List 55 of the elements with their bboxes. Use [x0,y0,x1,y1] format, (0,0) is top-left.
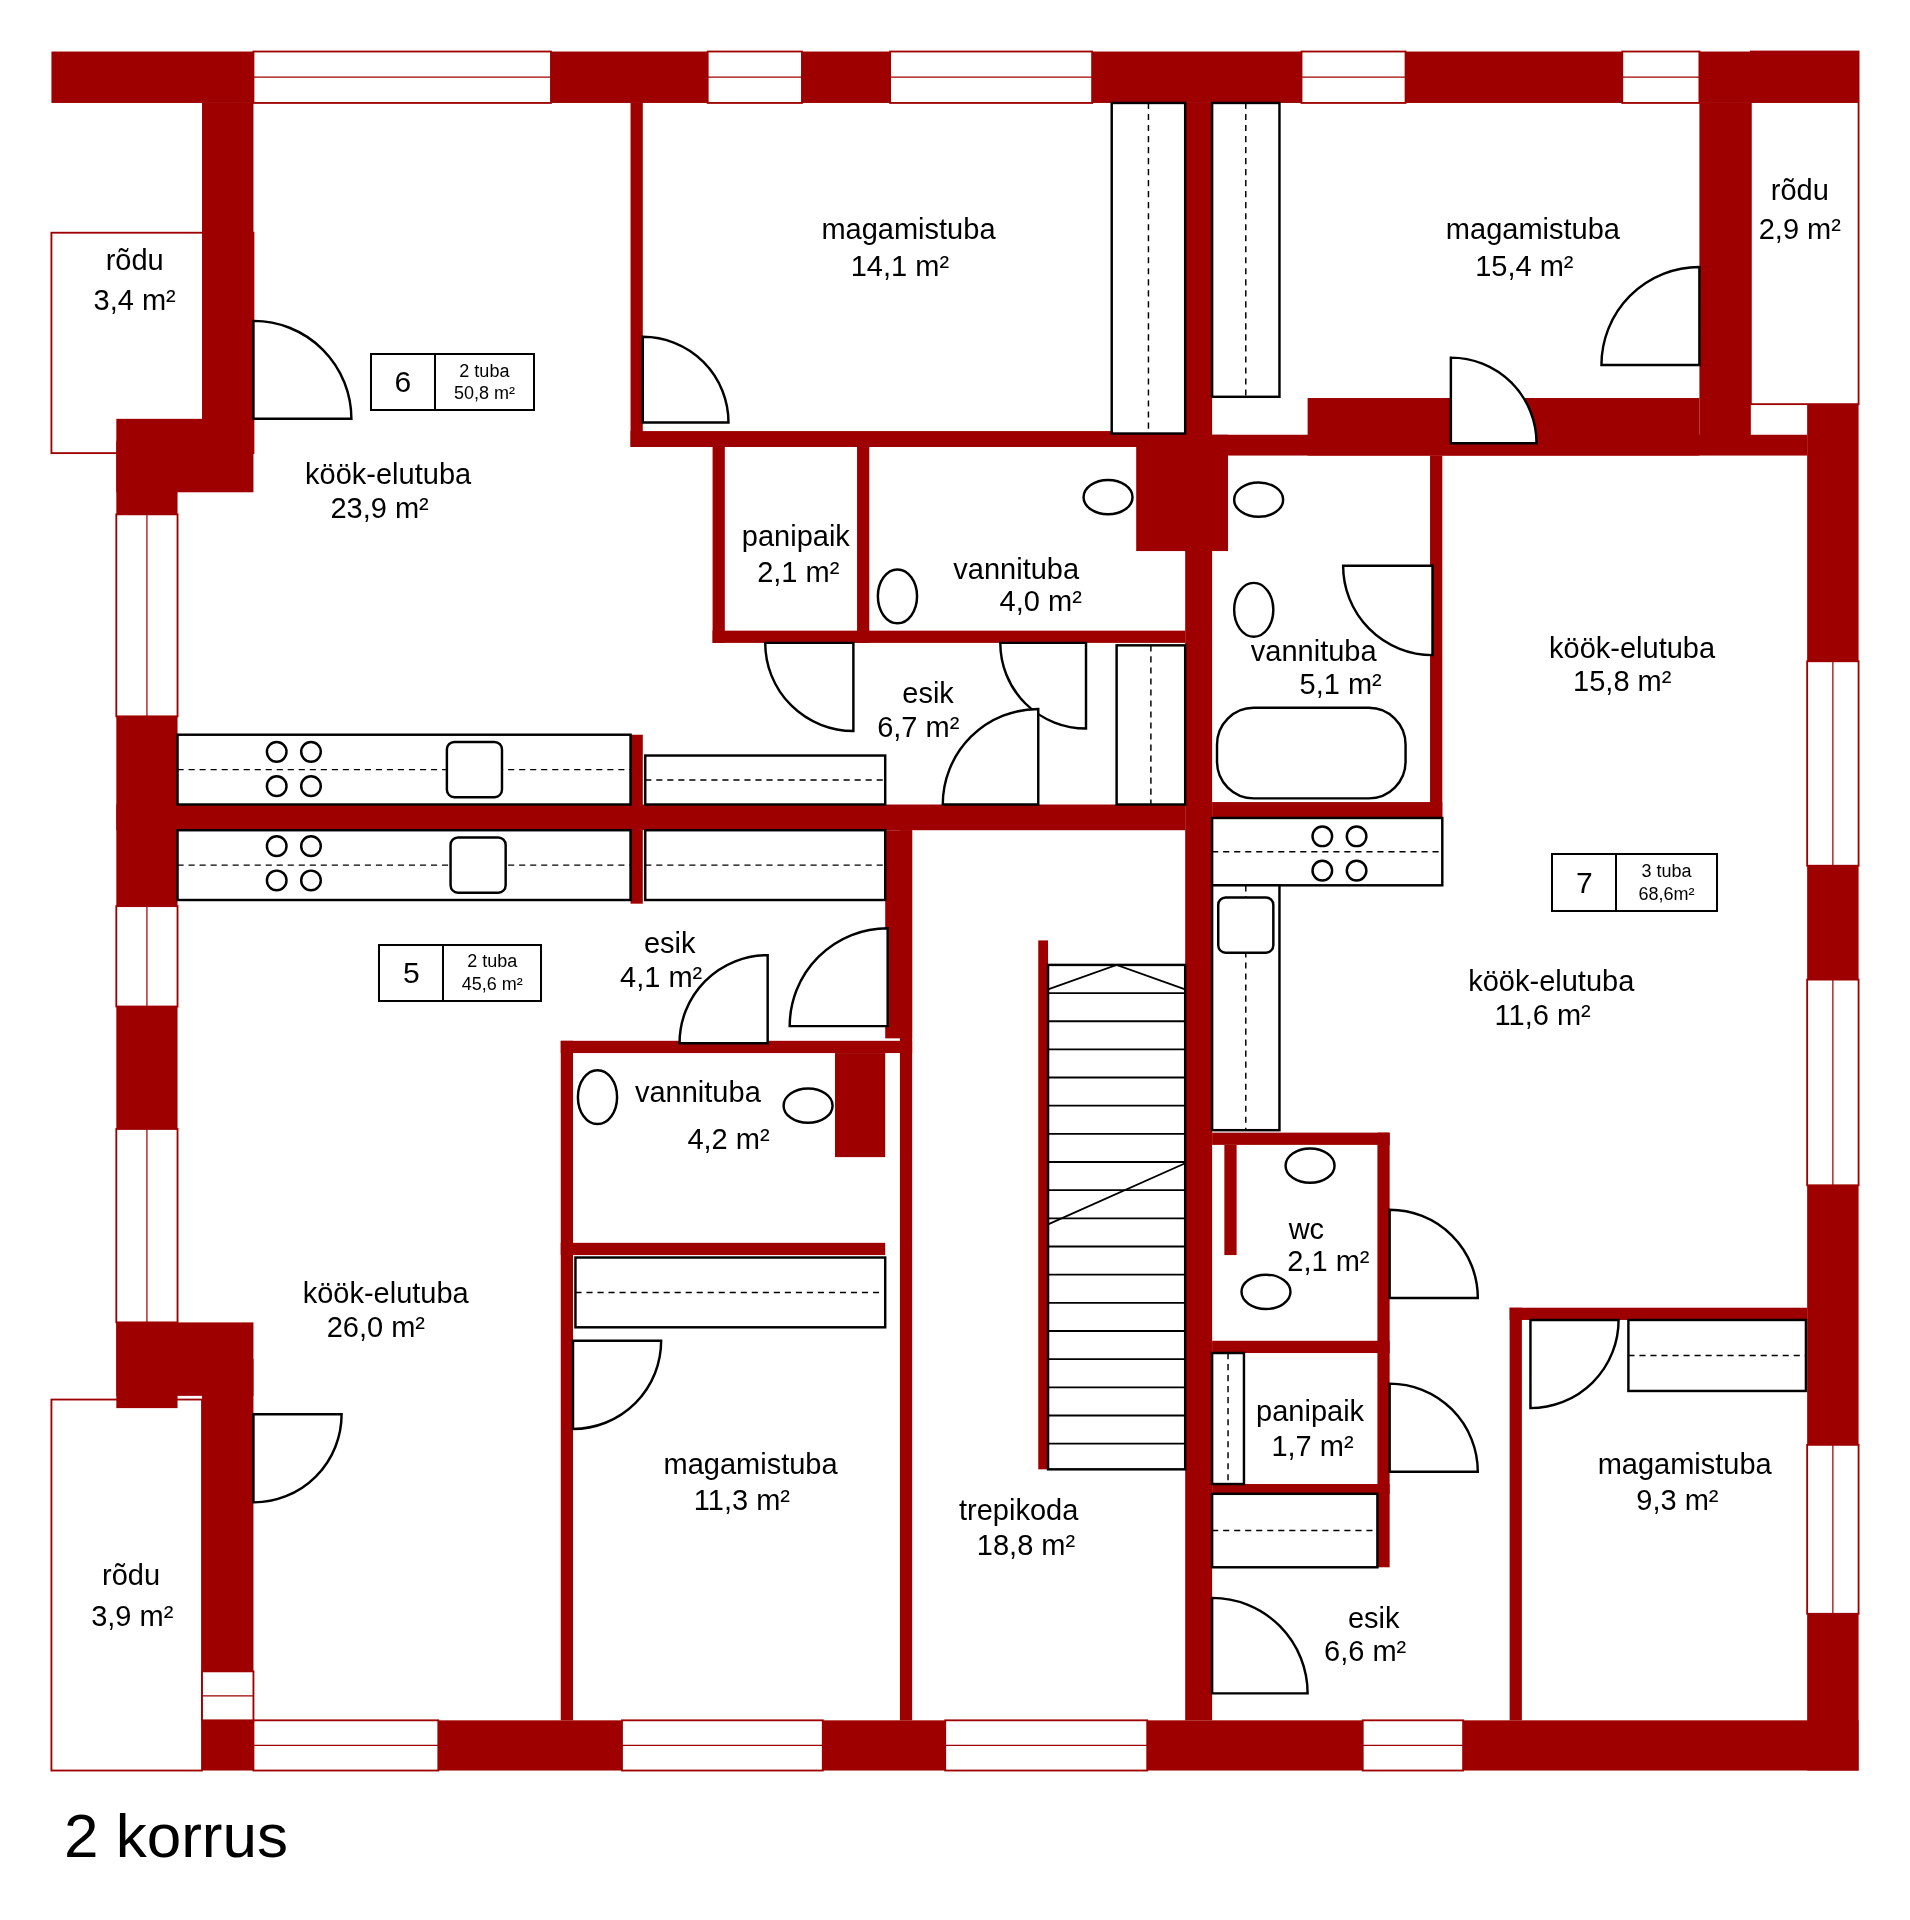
room-count: 2 tuba [467,950,518,973]
room-name: rõdu [102,1560,160,1590]
room-area: 3,4 m² [93,285,176,315]
room-name: rõdu [1770,175,1829,205]
room-area: 2,1 m² [1287,1246,1370,1276]
room-area: 26,0 m² [326,1312,426,1342]
room-name: panipaik [741,521,850,551]
apartment-tag [369,352,536,412]
room-area: 4,2 m² [687,1124,770,1154]
room-area: 2,9 m² [1758,214,1841,244]
room-name: magamistuba [1445,214,1620,244]
room-count: 2 tuba [459,359,510,382]
room-area: 11,6 m² [1494,1000,1591,1030]
room-name: magamistuba [1597,1450,1772,1479]
room-name: magamistuba [663,1450,838,1479]
room-area: 1,7 m² [1271,1431,1354,1461]
room-area: 4,1 m² [620,962,703,992]
room-area: 6,7 m² [877,712,960,742]
room-name: magamistuba [821,214,996,244]
room-area: 18,8 m² [976,1530,1076,1560]
room-area: 4,0 m² [999,586,1082,616]
apartment-tag [1551,853,1718,913]
room-name: köök-elutuba [305,459,472,489]
apartment-area: 50,8 m² [453,382,515,405]
apartment-number: 6 [394,367,412,397]
room-name: köök-elutuba [1468,966,1635,996]
room-name: köök-elutuba [302,1278,469,1308]
room-area: 2,1 m² [757,557,840,587]
apartment-area: 68,6m² [1638,882,1695,906]
room-name: vannituba [953,554,1080,584]
room-name: rõdu [105,245,164,275]
room-name: wc [1288,1214,1325,1244]
floor-title: 2 korrus [64,1805,288,1867]
room-name: esik [643,928,696,958]
room-area: 9,3 m² [1636,1485,1719,1515]
room-area: 6,6 m² [1324,1636,1407,1666]
room-area: 3,9 m² [91,1601,174,1631]
room-count: 3 tuba [1641,860,1692,883]
room-name: vannituba [1250,636,1377,666]
room-area: 15,8 m² [1573,666,1672,696]
room-area: 5,1 m² [1299,670,1382,699]
room-name: esik [1347,1603,1400,1633]
room-name: vannituba [635,1077,761,1107]
room-name: panipaik [1256,1396,1365,1426]
room-name: esik [902,678,954,708]
apartment-number: 7 [1575,867,1593,898]
room-area: 15,4 m² [1475,251,1574,281]
room-area: 11,3 m² [693,1485,791,1515]
apartment-area: 45,6 m² [461,972,523,996]
apartment-tag [378,944,543,1002]
room-name: trepikoda [959,1495,1079,1525]
room-area: 23,9 m² [330,493,429,523]
room-name: köök-elutuba [1549,633,1716,663]
apartment-number: 5 [402,957,420,988]
room-area: 14,1 m² [850,251,950,281]
